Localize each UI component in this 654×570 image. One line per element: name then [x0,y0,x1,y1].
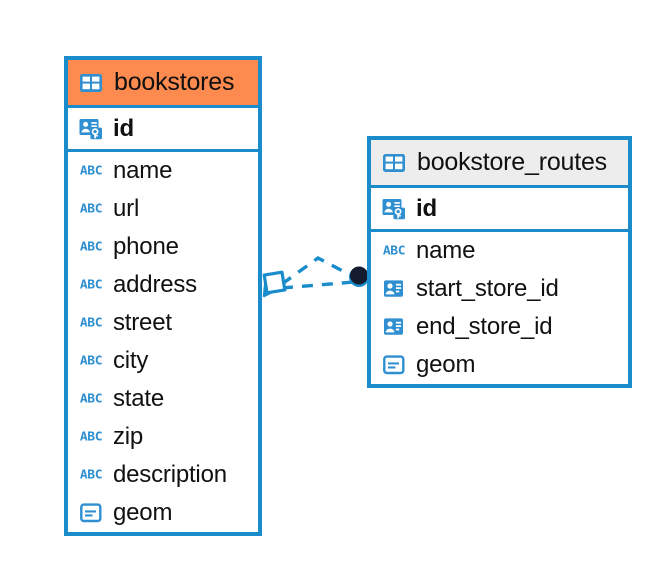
field-row-zip[interactable]: ABC zip [68,418,258,456]
field-row-id[interactable]: id [68,108,258,152]
field-name: end_store_id [416,313,553,340]
field-list-bookstore-routes: id ABC name start_store_id [371,188,628,384]
abc-text-icon: ABC [79,202,103,216]
primary-key-icon [381,197,407,221]
entity-table-bookstore-routes[interactable]: bookstore_routes [367,136,632,388]
field-name: url [113,195,140,222]
relationship-line-upper [281,256,357,286]
field-row-start-store-id[interactable]: start_store_id [371,270,628,308]
field-row-url[interactable]: ABC url [68,190,258,228]
field-name: city [113,347,149,374]
field-row-state[interactable]: ABC state [68,380,258,418]
field-row-geom[interactable]: geom [371,346,628,384]
abc-text-icon: ABC [79,468,103,482]
field-row-city[interactable]: ABC city [68,342,258,380]
entity-title: bookstores [114,68,235,96]
field-name: geom [113,499,173,526]
diamond-marker [262,270,287,298]
abc-text-icon: ABC [382,244,406,258]
primary-key-icon [78,117,104,141]
relationship-line-lower [281,280,355,290]
table-icon [381,151,407,175]
abc-text-icon: ABC [79,278,103,292]
foreign-key-icon [381,315,407,339]
field-row-address[interactable]: ABC address [68,266,258,304]
geometry-icon [381,353,407,377]
field-row-phone[interactable]: ABC phone [68,228,258,266]
abc-text-icon: ABC [79,430,103,444]
field-list-bookstores: id ABC name ABC url ABC phone ABC addres… [68,108,258,532]
field-name: start_store_id [416,275,559,302]
field-name: name [416,237,476,264]
field-name: phone [113,233,179,260]
abc-text-icon: ABC [79,354,103,368]
field-row-name[interactable]: ABC name [371,232,628,270]
field-name: id [416,194,437,222]
abc-text-icon: ABC [79,316,103,330]
foreign-key-icon [381,277,407,301]
entity-header-bookstores[interactable]: bookstores [68,60,258,108]
field-name: address [113,271,197,298]
field-name: geom [416,351,476,378]
field-row-name[interactable]: ABC name [68,152,258,190]
abc-text-icon: ABC [79,164,103,178]
geometry-icon [78,501,104,525]
field-name: zip [113,423,144,450]
field-row-street[interactable]: ABC street [68,304,258,342]
entity-title: bookstore_routes [417,148,607,176]
abc-text-icon: ABC [79,240,103,254]
field-name: description [113,461,227,488]
filled-circle-marker [349,266,369,287]
field-name: state [113,385,165,412]
field-name: street [113,309,172,336]
entity-header-bookstore-routes[interactable]: bookstore_routes [371,140,628,188]
field-row-description[interactable]: ABC description [68,456,258,494]
field-name: id [113,114,134,142]
abc-text-icon: ABC [79,392,103,406]
field-row-id[interactable]: id [371,188,628,232]
table-icon [78,71,104,95]
field-name: name [113,157,173,184]
field-row-end-store-id[interactable]: end_store_id [371,308,628,346]
field-row-geom[interactable]: geom [68,494,258,532]
entity-table-bookstores[interactable]: bookstores [64,56,262,536]
